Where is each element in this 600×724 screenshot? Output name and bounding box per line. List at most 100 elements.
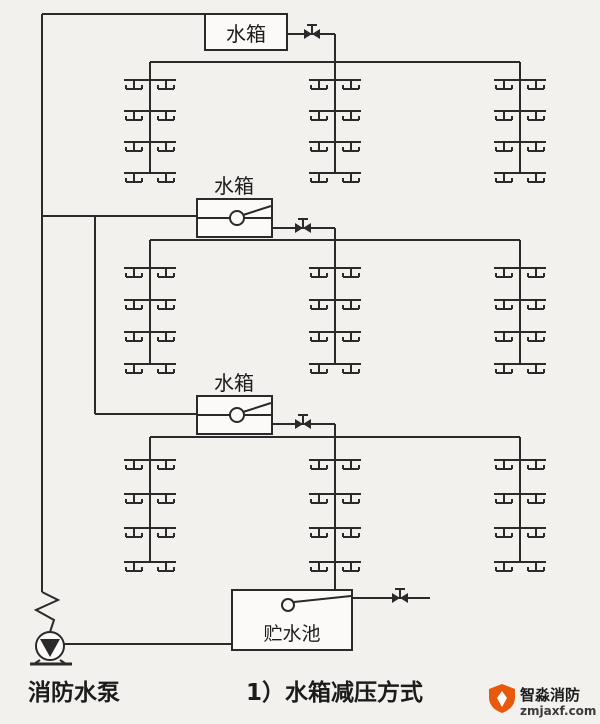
sprinkler-icon	[125, 460, 143, 470]
sprinkler-zone-2	[124, 239, 546, 374]
valve-icon	[304, 24, 320, 39]
sprinkler-icon	[310, 80, 328, 90]
sprinkler-icon	[527, 494, 545, 504]
sprinkler-icon	[495, 528, 513, 538]
water-tank-2-label: 水箱	[214, 174, 254, 198]
sprinkler-icon	[157, 173, 175, 183]
sprinkler-icon	[310, 562, 328, 572]
water-tank-1: 水箱	[204, 13, 288, 51]
sprinkler-icon	[310, 332, 328, 342]
float-lever-line	[242, 205, 272, 216]
sprinkler-icon	[157, 111, 175, 121]
sprinkler-icon	[342, 494, 360, 504]
water-tank-1-box	[204, 13, 288, 51]
sprinkler-icon	[527, 300, 545, 310]
sprinkler-icon	[310, 528, 328, 538]
sprinkler-icon	[310, 364, 328, 374]
sprinkler-icon	[495, 80, 513, 90]
sprinkler-icon	[125, 300, 143, 310]
float-valve-icon	[229, 210, 245, 226]
sprinkler-icon	[342, 460, 360, 470]
pump-icon	[30, 591, 72, 666]
sprinkler-icon	[342, 332, 360, 342]
sprinkler-icon	[342, 142, 360, 152]
sprinkler-icon	[310, 268, 328, 278]
sprinkler-icon	[527, 142, 545, 152]
sprinkler-icon	[495, 300, 513, 310]
sprinkler-icon	[125, 332, 143, 342]
sprinkler-icon	[527, 364, 545, 374]
sprinkler-icon	[495, 142, 513, 152]
sprinkler-icon	[495, 494, 513, 504]
sprinkler-icon	[342, 562, 360, 572]
sprinkler-icon	[342, 173, 360, 183]
sprinkler-icon	[342, 268, 360, 278]
float-lever-line	[293, 595, 352, 603]
sprinkler-icon	[125, 80, 143, 90]
sprinkler-icon	[495, 332, 513, 342]
pump-label: 消防水泵	[28, 679, 120, 706]
sprinkler-icon	[310, 111, 328, 121]
sprinkler-icon	[495, 460, 513, 470]
sprinkler-icon	[157, 460, 175, 470]
sprinkler-icon	[310, 142, 328, 152]
sprinkler-icon	[157, 332, 175, 342]
watermark: 智淼消防 zmjaxf.com	[489, 684, 596, 718]
sprinkler-zone-3	[124, 436, 546, 572]
sprinkler-icon	[310, 300, 328, 310]
sprinkler-icon	[527, 332, 545, 342]
sprinkler-icon	[125, 142, 143, 152]
sprinkler-icon	[527, 460, 545, 470]
float-lever-line	[242, 402, 272, 413]
sprinkler-icon	[527, 80, 545, 90]
sprinkler-icon	[125, 364, 143, 374]
sprinkler-icon	[527, 528, 545, 538]
water-tank-2: 水箱	[196, 174, 273, 238]
sprinkler-icon	[157, 494, 175, 504]
storage-pool-label: 贮水池	[263, 623, 320, 645]
zhimiao-logo-spark-icon	[497, 691, 507, 707]
sprinkler-icon	[310, 460, 328, 470]
sprinkler-icon	[125, 173, 143, 183]
sprinkler-icon	[157, 300, 175, 310]
sprinkler-icon	[527, 111, 545, 121]
sprinkler-icon	[495, 562, 513, 572]
sprinkler-icon	[342, 111, 360, 121]
caption: 1）水箱减压方式	[246, 679, 423, 706]
sprinkler-icon	[125, 494, 143, 504]
valve-icon	[295, 414, 311, 429]
watermark-brand: 智淼消防	[520, 686, 580, 704]
storage-pool: 贮水池	[231, 589, 353, 651]
sprinkler-icon	[125, 562, 143, 572]
flex-joint-icon	[33, 591, 61, 633]
water-tank-1-label: 水箱	[226, 22, 266, 46]
valve-icon	[392, 588, 408, 603]
sprinkler-icon	[125, 268, 143, 278]
sprinkler-icon	[125, 528, 143, 538]
sprinkler-icon	[342, 528, 360, 538]
sprinkler-icon	[157, 80, 175, 90]
sprinkler-icon	[342, 80, 360, 90]
sprinkler-icon	[342, 300, 360, 310]
sprinkler-icon	[495, 364, 513, 374]
sprinkler-icon	[495, 268, 513, 278]
sprinkler-icon	[310, 494, 328, 504]
sprinkler-icon	[342, 364, 360, 374]
sprinkler-icon	[495, 111, 513, 121]
sprinkler-icon	[527, 173, 545, 183]
pipes	[41, 13, 430, 645]
sprinkler-icon	[125, 111, 143, 121]
watermark-site: zmjaxf.com	[520, 704, 596, 718]
float-valve-icon	[281, 598, 295, 612]
valve-icon	[295, 218, 311, 233]
sprinkler-icon	[157, 268, 175, 278]
water-tank-3: 水箱	[196, 371, 273, 435]
sprinkler-icon	[157, 142, 175, 152]
sprinkler-icon	[157, 562, 175, 572]
sprinkler-icon	[527, 562, 545, 572]
pump-impeller	[40, 639, 60, 657]
sprinkler-icon	[157, 528, 175, 538]
float-valve-icon	[229, 407, 245, 423]
sprinkler-icon	[157, 364, 175, 374]
